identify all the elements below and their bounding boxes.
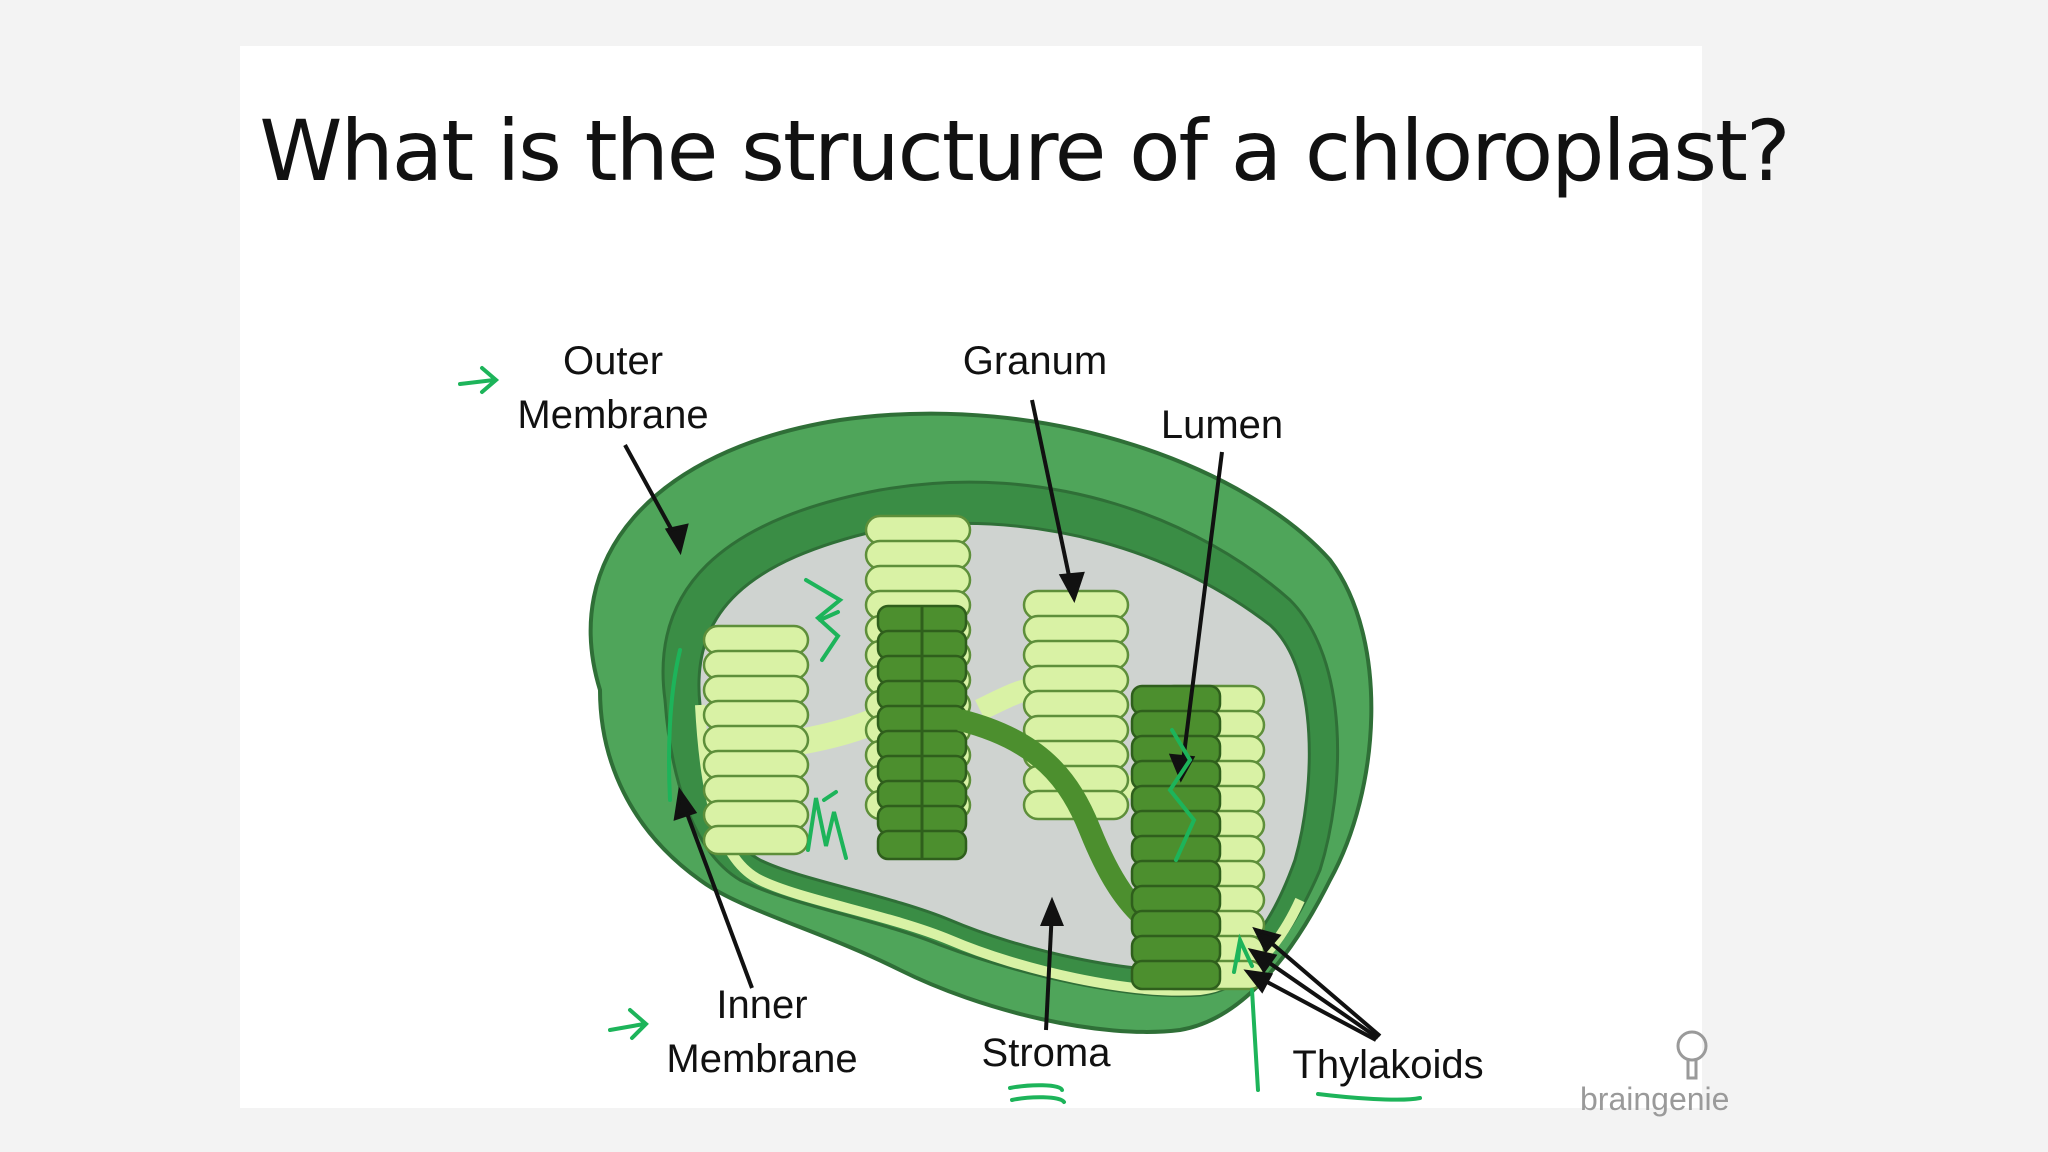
label-outer-membrane-line1: Outer [563,339,663,383]
label-outer-membrane-line2: Membrane [517,393,708,437]
granum-left [702,624,810,856]
watermark-logo: braingenie [1580,1081,1729,1117]
label-inner-membrane-line1: Inner [716,983,807,1027]
watermark-bulb-icon [1676,1030,1708,1080]
label-stroma: Stroma [982,1031,1112,1075]
handwritten-annotations [458,366,1422,1104]
pointer-lines [623,399,1382,1042]
label-thylakoids: Thylakoids [1292,1043,1483,1087]
slide-title: What is the structure of a chloroplast? [259,102,1790,200]
granum-right-cut [1130,684,1222,991]
label-granum: Granum [963,339,1108,383]
label-inner-membrane-line2: Membrane [666,1037,857,1081]
label-lumen: Lumen [1161,403,1283,447]
